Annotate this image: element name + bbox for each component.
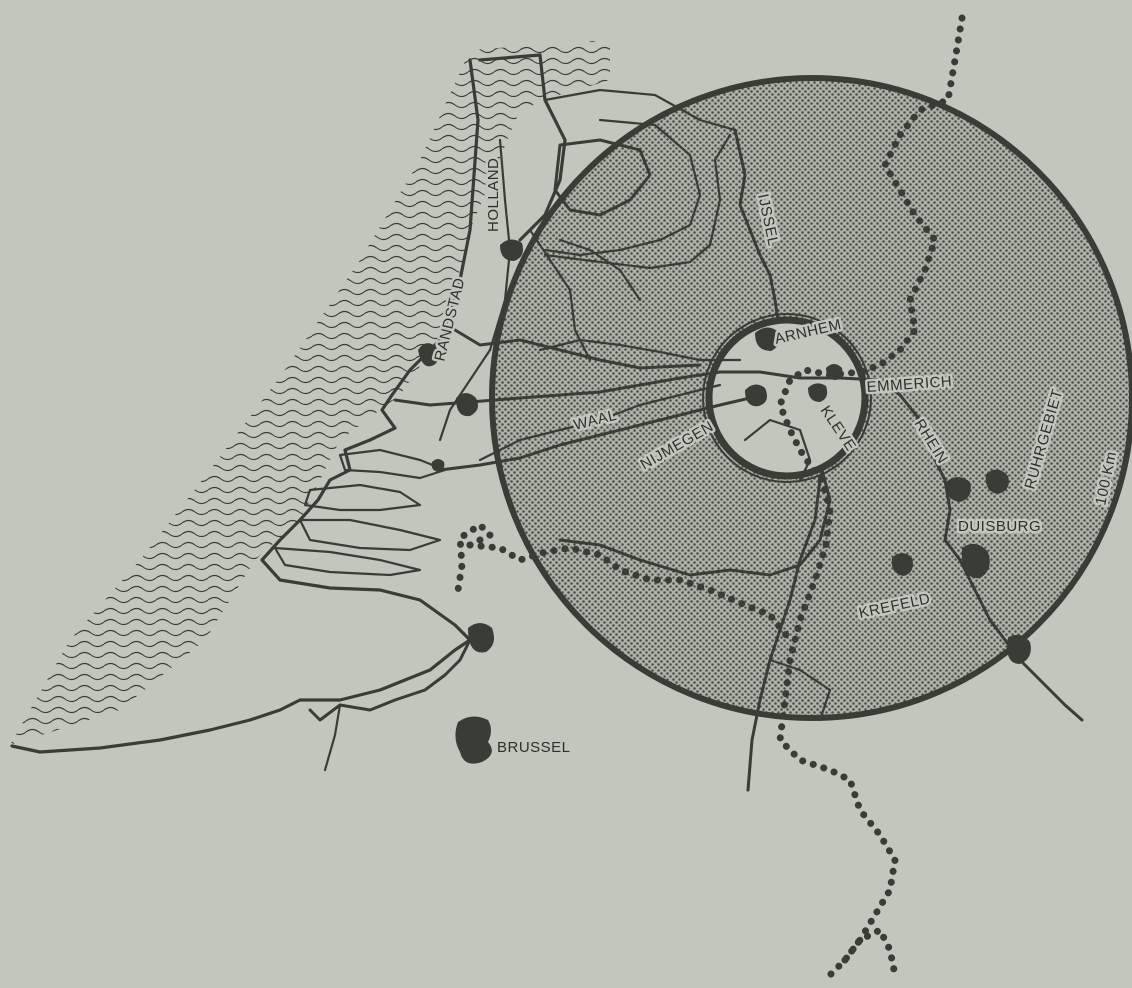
city-marker-icon	[745, 384, 767, 407]
city-marker-icon	[500, 239, 523, 261]
city-marker-icon	[891, 553, 913, 576]
label-brussel: BRUSSEL	[497, 739, 571, 756]
city-marker-icon	[985, 469, 1009, 494]
label-holland: HOLLAND	[485, 158, 502, 232]
city-marker-icon	[468, 623, 494, 653]
city-marker-icon	[455, 716, 492, 764]
city-marker-icon	[945, 477, 971, 502]
city-markers	[418, 239, 1031, 764]
north-sea	[10, 40, 610, 745]
city-marker-icon	[755, 327, 779, 351]
coastline	[260, 58, 480, 642]
city-marker-icon	[1007, 634, 1031, 664]
city-marker-icon	[418, 343, 440, 367]
city-marker-icon	[826, 364, 843, 380]
city-marker-icon	[456, 393, 478, 417]
label-duisburg: DUISBURG	[958, 518, 1041, 535]
city-marker-icon	[961, 543, 990, 579]
national-border	[776, 14, 966, 979]
river-ijssel	[733, 128, 780, 322]
river-rhein	[898, 393, 1084, 722]
city-marker-icon	[431, 459, 445, 472]
city-marker-icon	[808, 383, 828, 402]
